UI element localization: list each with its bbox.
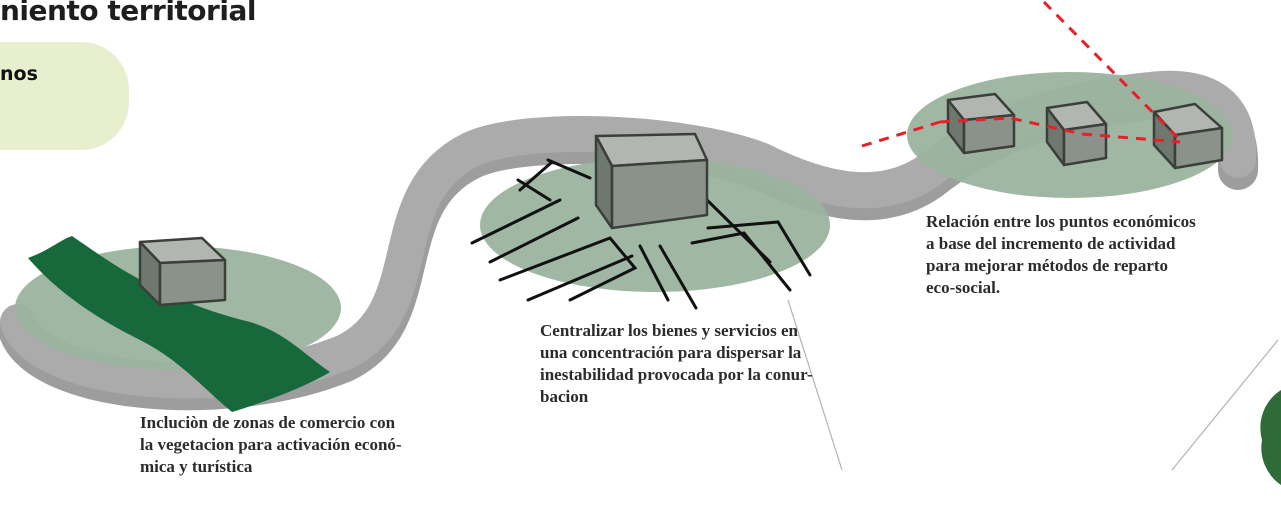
- building-economic-2: [1045, 100, 1108, 167]
- dashed-links: [861, 0, 1184, 148]
- building-economic-3: [1152, 102, 1224, 170]
- side-circle: [1260, 390, 1281, 485]
- guide-line: [787, 299, 843, 471]
- section-tab-label: nos: [0, 63, 38, 85]
- caption-central-zone: Centralizar los bienes y servicios en un…: [540, 321, 813, 406]
- street-network: [470, 158, 812, 310]
- building-economic-1: [946, 92, 1016, 155]
- caption-economic-points: Relación entre los puntos económicos a b…: [926, 212, 1196, 297]
- building-small: [138, 236, 227, 307]
- section-tab: [0, 42, 129, 150]
- zone-central: [480, 158, 830, 292]
- page-title: niento territorial: [0, 0, 256, 27]
- building-large: [594, 132, 709, 230]
- guide-line: [1171, 339, 1279, 471]
- river-shape: [28, 236, 330, 412]
- caption-vegetation-zone: Incluciòn de zonas de comercio con la ve…: [140, 413, 402, 476]
